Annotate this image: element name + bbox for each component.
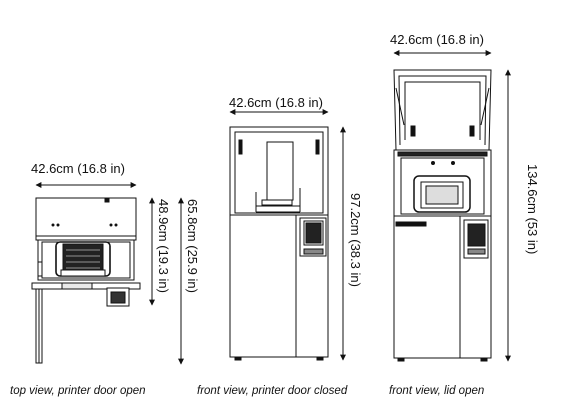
front-closed-width-label: 42.6cm (16.8 in): [229, 95, 323, 110]
top-view-width-label: 42.6cm (16.8 in): [31, 161, 125, 176]
front-closed-height-label: 97.2cm (38.3 in): [348, 193, 363, 287]
top-view-depth-label: 48.9cm (19.3 in): [156, 199, 171, 293]
top-view-depth-open-label: 65.8cm (25.9 in): [185, 199, 200, 293]
front-open-height-label: 134.6cm (53 in): [525, 164, 540, 255]
front-closed-drawing: [229, 109, 346, 361]
front-open-drawing: [393, 50, 511, 362]
top-view-drawing: [31, 182, 184, 365]
front-closed-caption: front view, printer door closed: [197, 385, 348, 397]
top-view-caption: top view, printer door open: [10, 385, 146, 397]
front-open-width-label: 42.6cm (16.8 in): [390, 32, 484, 47]
front-open-caption: front view, lid open: [389, 385, 485, 397]
